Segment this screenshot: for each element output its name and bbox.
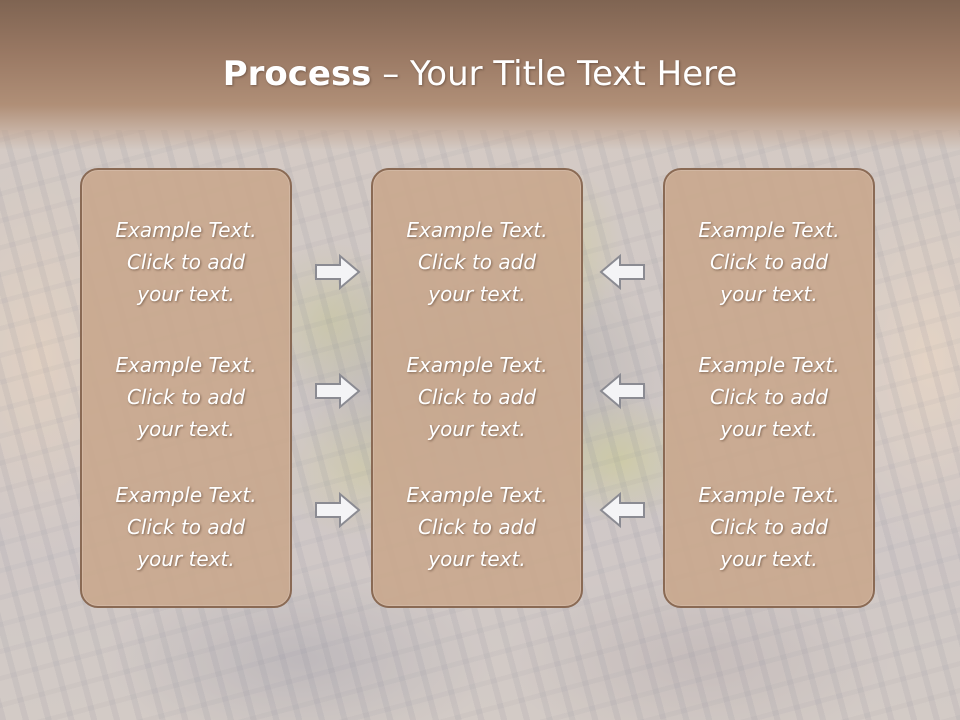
text-block[interactable]: Example Text. Click to add your text. [115,483,257,571]
text-block[interactable]: Example Text. Click to add your text. [115,353,257,441]
slide-title[interactable]: Process – Your Title Text Here [0,50,960,98]
text-block[interactable]: Example Text. Click to add your text. [698,483,840,571]
arrow-left-icon [597,371,647,411]
text-block[interactable]: Example Text. Click to add your text. [406,483,548,571]
arrow-right-icon [313,252,363,292]
arrow-right-icon [313,490,363,530]
text-block[interactable]: Example Text. Click to add your text. [115,218,257,306]
process-box-middle[interactable]: Example Text. Click to add your text. Ex… [371,168,583,608]
text-block[interactable]: Example Text. Click to add your text. [406,218,548,306]
arrow-left-icon [597,252,647,292]
title-band [0,0,960,150]
process-box-left[interactable]: Example Text. Click to add your text. Ex… [80,168,292,608]
text-block[interactable]: Example Text. Click to add your text. [698,353,840,441]
process-box-right[interactable]: Example Text. Click to add your text. Ex… [663,168,875,608]
slide-title-rest: – Your Title Text Here [371,54,738,94]
slide-title-bold: Process [222,54,372,94]
arrow-right-icon [313,371,363,411]
arrow-left-icon [597,490,647,530]
text-block[interactable]: Example Text. Click to add your text. [698,218,840,306]
text-block[interactable]: Example Text. Click to add your text. [406,353,548,441]
